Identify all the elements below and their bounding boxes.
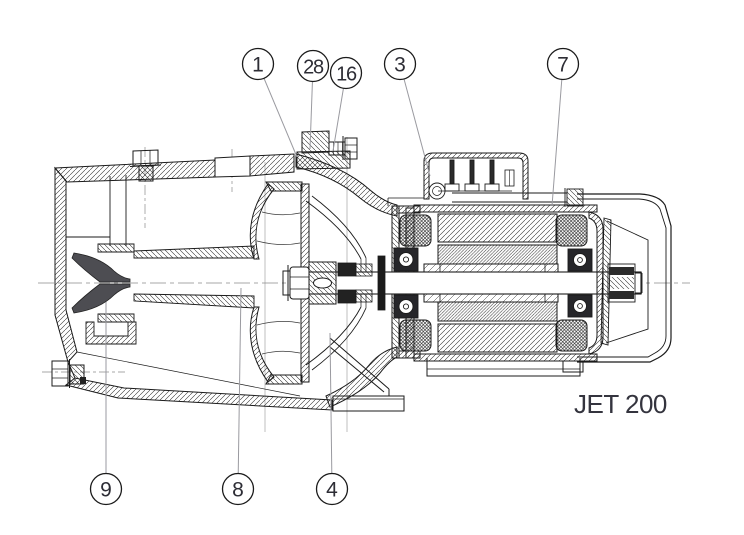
- stator-slots: [437, 244, 558, 265]
- ejector-cup: [85, 321, 137, 345]
- callout-number: 16: [336, 64, 357, 86]
- ejector: [71, 243, 137, 345]
- motor-frame: [413, 353, 598, 362]
- callout-number: 3: [394, 54, 406, 77]
- drain-plug: [51, 359, 86, 388]
- fan: [600, 217, 649, 346]
- motor: [399, 204, 598, 377]
- ejector-nozzle: [71, 283, 131, 314]
- callouts: 1 28 16 3 7 9 8 4: [89, 47, 580, 506]
- cable-grommet: [428, 182, 446, 200]
- winding: [555, 214, 588, 247]
- mechanical-seal: [337, 255, 386, 311]
- model-label: JET 200: [574, 389, 667, 419]
- callout-circle: [315, 472, 349, 506]
- support-foot: [329, 337, 405, 412]
- callout-number: 8: [232, 479, 244, 502]
- callout-leader-line: [237, 287, 242, 490]
- casing-bolt: [301, 130, 358, 160]
- fan-hub: [607, 263, 636, 303]
- pump-head: [295, 150, 398, 408]
- callout-circle: [241, 47, 275, 81]
- venturi-tube: [133, 245, 255, 309]
- motor-frame: [413, 204, 598, 213]
- winding: [399, 319, 432, 352]
- pump-casing: [53, 153, 333, 411]
- filler-plug: [129, 149, 162, 182]
- stator-slots: [437, 301, 558, 322]
- impeller-nut: [289, 266, 310, 300]
- rear-end-shield: [562, 211, 604, 373]
- callout-circle: [89, 472, 123, 506]
- callout-leader-line: [399, 63, 431, 177]
- winding: [399, 214, 432, 247]
- shaft-hub-nut: [282, 261, 337, 305]
- terminal-studs: [444, 159, 500, 192]
- callout-number: 9: [100, 479, 112, 502]
- callout-circle: [546, 47, 580, 81]
- callout-number: 4: [326, 479, 338, 502]
- callout-circle: [329, 56, 363, 90]
- motor-base: [426, 358, 581, 377]
- fan-cover: [577, 193, 672, 363]
- callout-number: 7: [557, 54, 569, 77]
- slinger: [377, 255, 386, 311]
- callout-circle: [296, 49, 330, 83]
- stator-core: [437, 323, 558, 353]
- callout-leader-line: [257, 63, 298, 158]
- tie-rod: [452, 188, 584, 207]
- callout-circle: [221, 472, 255, 506]
- bearings: [393, 247, 593, 319]
- callout-number: 1: [252, 54, 264, 77]
- terminal-box: [423, 152, 529, 200]
- winding: [555, 319, 588, 352]
- callout-leader-line: [551, 63, 564, 207]
- callout-circle: [383, 47, 417, 81]
- ejector-nozzle: [71, 252, 131, 283]
- stator-core: [437, 213, 558, 243]
- callout-number: 28: [303, 57, 324, 79]
- callout-leader-line: [329, 332, 333, 490]
